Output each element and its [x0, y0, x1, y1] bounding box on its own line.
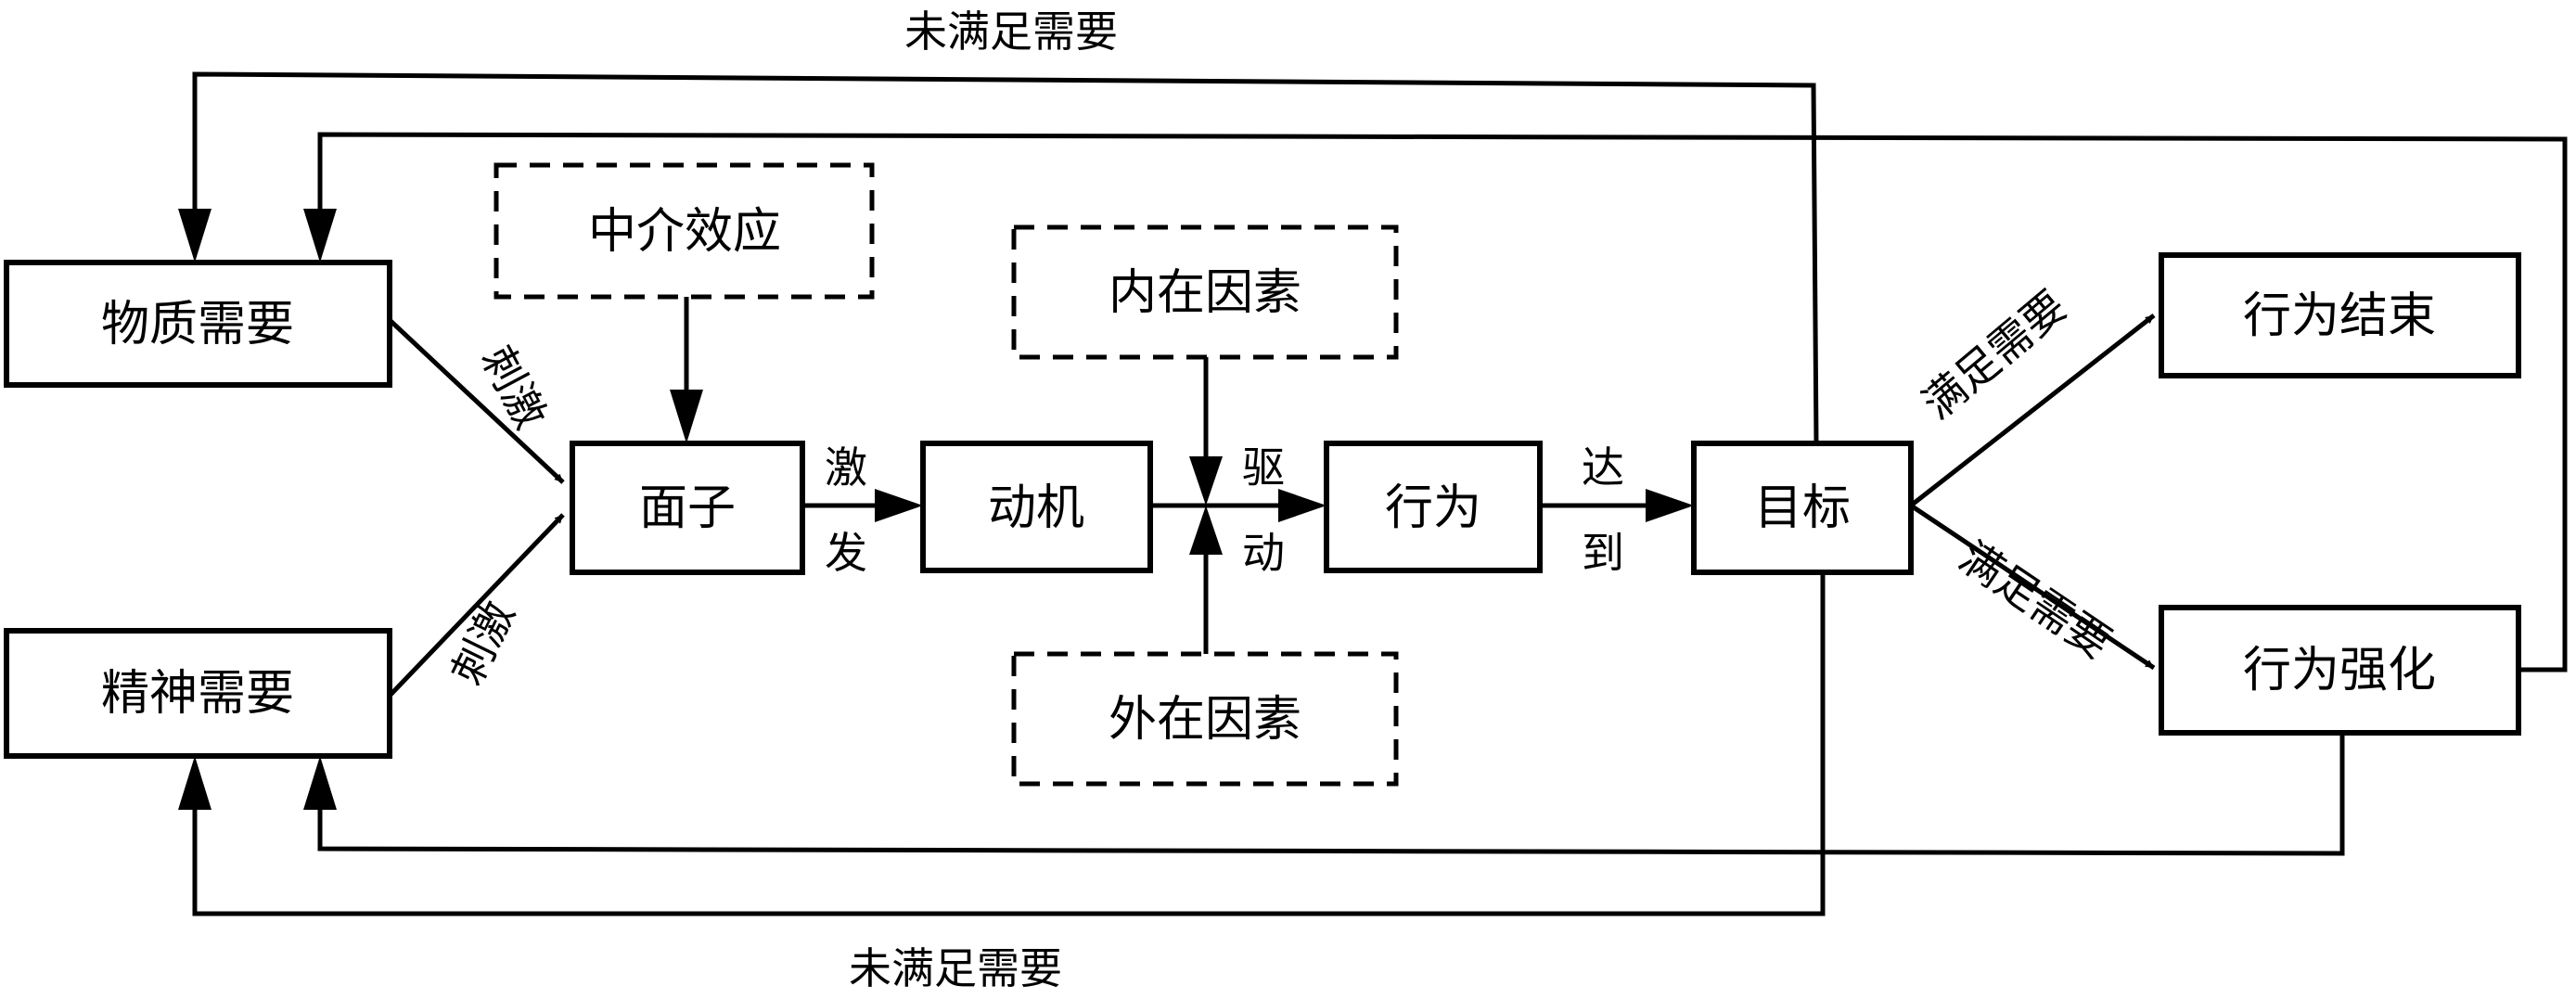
- node-label: 动机: [988, 480, 1084, 536]
- label-stimulate-bottom: 刺激: [442, 594, 524, 692]
- node-face: 面子: [570, 441, 805, 575]
- node-external-factors: 外在因素: [1011, 651, 1399, 787]
- label-satisfy-top: 满足需要: [1913, 281, 2076, 429]
- node-label: 行为: [1385, 480, 1481, 536]
- label-reach-2: 到: [1582, 528, 1624, 578]
- node-label: 目标: [1754, 480, 1851, 536]
- node-behavior-reinforce: 行为强化: [2159, 605, 2521, 736]
- label-reach-1: 达: [1582, 442, 1624, 493]
- label-drive-2: 动: [1242, 528, 1285, 578]
- node-spiritual-need: 精神需要: [4, 628, 392, 759]
- node-label: 物质需要: [101, 297, 294, 352]
- node-goal: 目标: [1691, 441, 1914, 575]
- arrowhead-icon: [1646, 489, 1694, 522]
- edge-spiritual-to-face: [388, 513, 565, 698]
- label-satisfy-bottom: 满足需要: [1951, 532, 2121, 669]
- edge-material-to-face: [388, 318, 565, 484]
- node-mediation-effect: 中介效应: [493, 162, 875, 300]
- label-trigger-2: 发: [825, 528, 867, 578]
- node-label: 内在因素: [1109, 265, 1301, 321]
- edge-goal-to-reinforce: [1909, 503, 2156, 671]
- node-motive: 动机: [920, 441, 1153, 573]
- loop-goal-to-spiritual-need: [192, 572, 1826, 916]
- node-label: 行为强化: [2243, 643, 2436, 698]
- label-unsatisfied-top: 未满足需要: [904, 6, 1118, 57]
- loop-reinforce-to-spiritual-need: [317, 733, 2345, 856]
- loop-reinforce-to-material-need: [317, 132, 2568, 672]
- node-label: 精神需要: [101, 666, 294, 722]
- label-drive-1: 驱: [1242, 442, 1285, 493]
- arrowhead-icon: [875, 489, 923, 522]
- node-material-need: 物质需要: [4, 260, 392, 388]
- label-trigger-1: 激: [825, 442, 867, 493]
- arrowhead-icon: [178, 756, 211, 810]
- loop-goal-to-material-need: [192, 71, 1819, 444]
- label-unsatisfied-bottom: 未满足需要: [849, 943, 1062, 993]
- node-behavior-end: 行为结束: [2159, 252, 2521, 378]
- node-label: 中介效应: [588, 204, 781, 260]
- label-stimulate-top: 刺激: [472, 338, 557, 437]
- node-label: 行为结束: [2243, 288, 2436, 344]
- arrowhead-icon: [1278, 489, 1326, 522]
- arrowhead-icon: [670, 390, 703, 443]
- node-behavior: 行为: [1324, 441, 1543, 573]
- edge-goal-to-end: [1909, 314, 2156, 507]
- arrowhead-icon: [1189, 506, 1223, 555]
- arrowhead-icon: [178, 209, 211, 263]
- arrowhead-icon: [303, 756, 337, 810]
- node-internal-factors: 内在因素: [1011, 224, 1399, 360]
- arrowhead-icon: [1189, 456, 1223, 506]
- arrowhead-icon: [303, 209, 337, 263]
- node-label: 外在因素: [1109, 692, 1301, 748]
- node-label: 面子: [639, 480, 736, 536]
